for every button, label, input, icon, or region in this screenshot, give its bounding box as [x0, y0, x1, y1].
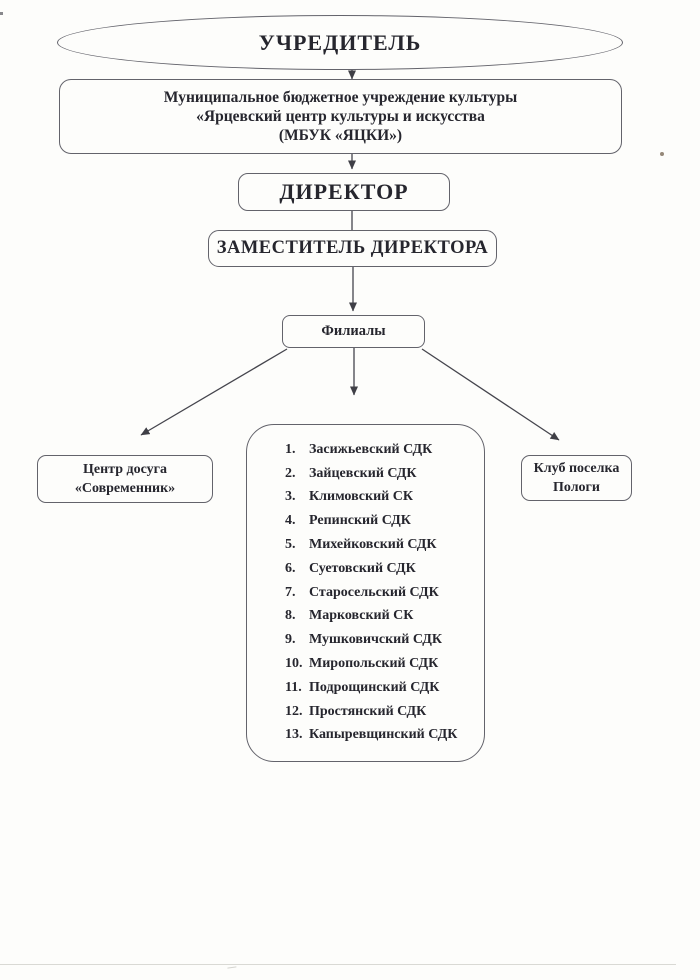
branch-list-item: 6. Суетовский СДК: [285, 557, 478, 581]
branch-item-number: 3.: [285, 489, 296, 505]
branch-item-label: Капыревщинский СДК: [309, 727, 458, 743]
branch-item-label: Репинский СДК: [309, 513, 411, 529]
deputy-director-label: ЗАМЕСТИТЕЛЬ ДИРЕКТОРА: [216, 238, 489, 258]
branch-list-item: 5. Михейковский СДК: [285, 533, 478, 557]
organization-line-2: «Ярцевский центр культуры и искусства: [196, 108, 485, 125]
pologi-club-line-2: Пологи: [553, 480, 600, 495]
branch-item-number: 10.: [285, 656, 303, 672]
founder-label: УЧРЕДИТЕЛЬ: [258, 29, 422, 55]
pologi-club-box: Клуб поселка Пологи: [521, 455, 632, 501]
branch-list-item: 13. Капыревщинский СДК: [285, 724, 478, 748]
branch-item-label: Михейковский СДК: [309, 537, 437, 553]
leisure-center-line-2: «Современник»: [74, 481, 176, 496]
branch-item-label: Простянский СДК: [309, 703, 427, 719]
branch-list-item: 1. Засижьевский СДК: [285, 438, 478, 462]
branch-item-label: Зайцевский СДК: [309, 465, 417, 481]
branch-list-item: 9. Мушковичский СДК: [285, 628, 478, 652]
organization-box: Муниципальное бюджетное учреждение культ…: [59, 79, 622, 154]
branch-item-label: Суетовский СДК: [309, 560, 416, 576]
branch-list-box: 1. Засижьевский СДК 2. Зайцевский СДК 3.…: [246, 424, 485, 762]
branch-item-label: Миропольский СДК: [309, 656, 439, 672]
branches-label: Филиалы: [321, 323, 386, 339]
branch-item-number: 1.: [285, 441, 296, 457]
leisure-center-box: Центр досуга «Современник»: [37, 455, 213, 503]
branch-item-label: Подрощинский СДК: [309, 679, 440, 695]
branch-item-label: Старосельский СДК: [309, 584, 439, 600]
pologi-club-line-1: Клуб поселка: [533, 461, 620, 476]
scan-speck: [0, 12, 3, 15]
deputy-director-box: ЗАМЕСТИТЕЛЬ ДИРЕКТОРА: [208, 230, 497, 267]
branches-box: Филиалы: [282, 315, 425, 348]
organization-line-3: (МБУК «ЯЦКИ»): [278, 127, 403, 144]
branch-list-item: 10. Миропольский СДК: [285, 652, 478, 676]
branch-list-item: 4. Репинский СДК: [285, 509, 478, 533]
branch-item-number: 9.: [285, 632, 296, 648]
director-box: ДИРЕКТОР: [238, 173, 450, 211]
branch-list-item: 2. Зайцевский СДК: [285, 462, 478, 486]
branch-item-number: 4.: [285, 513, 296, 529]
branch-list-item: 8. Марковский СК: [285, 605, 478, 629]
organization-line-1: Муниципальное бюджетное учреждение культ…: [163, 89, 518, 106]
director-label: ДИРЕКТОР: [279, 179, 409, 204]
branch-item-number: 7.: [285, 584, 296, 600]
branch-list-item: 7. Старосельский СДК: [285, 581, 478, 605]
leisure-center-line-1: Центр досуга: [83, 462, 167, 477]
branch-item-number: 11.: [285, 679, 302, 695]
branch-item-number: 8.: [285, 608, 296, 624]
scan-artifact-line: [0, 964, 676, 965]
branch-item-label: Климовский СК: [309, 489, 413, 505]
branch-item-number: 13.: [285, 727, 303, 743]
branch-item-number: 6.: [285, 560, 296, 576]
scan-speck: [660, 152, 664, 156]
branch-list-item: 3. Климовский СК: [285, 486, 478, 510]
branch-list-item: 12. Простянский СДК: [285, 700, 478, 724]
branch-item-number: 2.: [285, 465, 296, 481]
founder-ellipse: УЧРЕДИТЕЛЬ: [57, 15, 623, 70]
branch-item-label: Марковский СК: [309, 608, 414, 624]
branch-item-label: Засижьевский СДК: [309, 441, 433, 457]
branch-list-item: 11. Подрощинский СДК: [285, 676, 478, 700]
branch-item-number: 5.: [285, 537, 296, 553]
arrow-branches-to-left: [140, 348, 288, 436]
branch-item-label: Мушковичский СДК: [309, 632, 443, 648]
scan-smudge: [226, 960, 237, 969]
branch-item-number: 12.: [285, 703, 303, 719]
